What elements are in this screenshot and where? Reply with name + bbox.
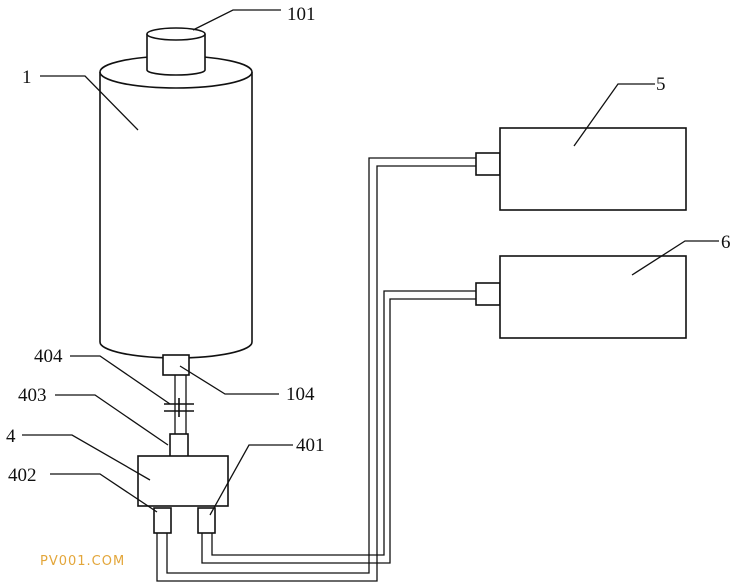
device-6-box (499, 255, 687, 339)
inlet-stub (169, 433, 189, 458)
leader-104 (179, 365, 279, 395)
leader-5 (573, 83, 655, 147)
label-404: 404 (34, 346, 63, 367)
device-5-connector (475, 152, 501, 176)
label-101: 101 (287, 4, 316, 25)
tank (99, 27, 253, 359)
label-5: 5 (656, 74, 666, 95)
tank-cap (146, 34, 206, 76)
label-403: 403 (18, 385, 47, 406)
watermark: PV001.COM (40, 554, 125, 569)
outlet-stub-left (153, 507, 172, 534)
tank-outlet (162, 354, 190, 376)
device-6-connector (475, 282, 501, 306)
leader-lines (22, 9, 719, 516)
leader-101 (192, 9, 281, 31)
device-5-box (499, 127, 687, 211)
pipe-to-device-6 (201, 298, 478, 564)
label-6: 6 (721, 232, 731, 253)
leader-404 (70, 355, 171, 405)
tank-cap-top (146, 27, 206, 41)
pipe-to-device-5-inner (166, 157, 478, 574)
leader-4 (22, 434, 151, 481)
pipes (156, 157, 478, 582)
device-6 (475, 255, 687, 339)
pipe-to-device-6-inner (211, 290, 478, 556)
label-104: 104 (286, 384, 315, 405)
leader-402 (50, 473, 158, 513)
label-401: 401 (296, 435, 325, 456)
leader-6 (631, 240, 719, 276)
label-1: 1 (22, 67, 32, 88)
leader-1 (40, 75, 139, 131)
leader-401 (209, 444, 293, 516)
leader-403 (55, 394, 169, 446)
distributor-box (137, 455, 229, 507)
label-402: 402 (8, 465, 37, 486)
pipe-to-device-5 (156, 165, 478, 582)
valve (164, 398, 194, 417)
label-4: 4 (6, 426, 16, 447)
device-5 (475, 127, 687, 211)
labels: 101 1 5 6 104 404 403 4 401 402 (6, 4, 731, 486)
